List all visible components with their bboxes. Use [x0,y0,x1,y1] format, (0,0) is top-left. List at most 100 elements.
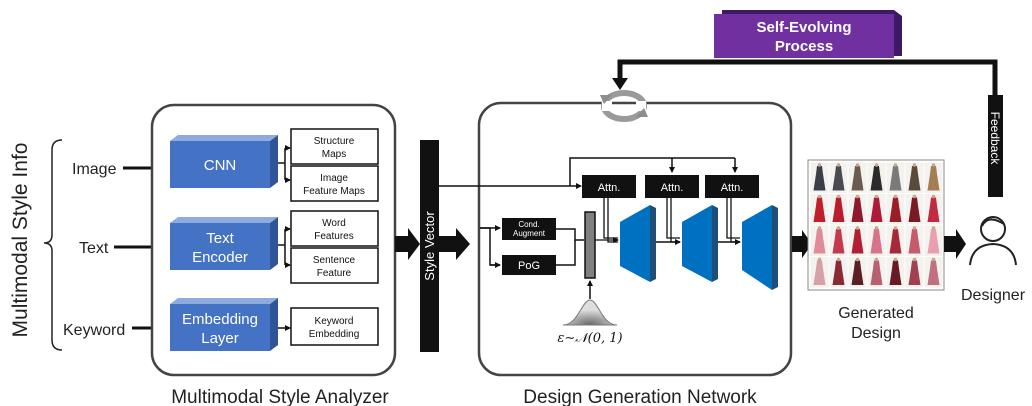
noise-distribution: ε∼𝒩(0, 1) [557,280,623,346]
dress-silhouette [832,260,845,285]
concat-vector [584,211,596,279]
embedding-label-1: Embedding [182,311,258,328]
network-title: Design Generation Network [523,387,757,406]
model-head [893,257,898,262]
model-head [874,226,879,230]
dress-silhouette [851,229,864,254]
text-encoder-label-2: Encoder [192,249,248,266]
text-encoder-block: Text Encoder [170,217,278,270]
dress-silhouette [832,229,845,254]
image-feature-line1: Image [320,173,348,184]
image-feature-line2: Feature Maps [303,186,365,197]
structure-maps-line1: Structure [314,136,355,147]
cnn-label: CNN [204,157,237,174]
dress-silhouette [870,229,883,254]
word-features-line2: Features [314,231,353,242]
pog-box: PoG [502,255,556,275]
attn-box-2: Attn. [645,175,699,198]
word-features-line1: Word [322,218,346,229]
attn-label-3: Attn. [721,182,744,194]
text-fork [278,226,291,268]
self-evolving-loop-line [617,59,998,95]
recycle-icon [600,90,648,122]
model-head [893,194,898,199]
dress-silhouette [908,197,921,222]
model-head [836,257,841,262]
embedding-layer-block: Embedding Layer [170,298,278,351]
dress-silhouette [851,166,864,191]
structure-maps-line2: Maps [322,149,346,160]
text-encoder-label-1: Text [206,230,234,247]
dress-silhouette [927,197,940,222]
model-head [931,163,936,167]
model-head [874,257,879,262]
model-head [912,257,917,262]
dress-silhouette [870,260,883,285]
model-head [836,194,841,199]
keyword-embedding-line2: Embedding [309,329,360,340]
input-text-label: Text [79,240,109,257]
cnn-fork [278,145,291,183]
model-head [874,163,879,167]
self-evolving-line1: Self-Evolving [756,19,851,36]
self-evolving-line2: Process [775,38,833,55]
model-head [931,194,936,199]
side-label: Multimodal Style Info [9,143,32,338]
embedding-label-2: Layer [201,330,239,347]
analyzer-to-vector-arrow [395,228,420,260]
model-head [931,257,936,262]
generated-design-grid [807,159,945,291]
dress-silhouette [889,229,902,254]
model-head [855,194,860,199]
model-head [817,163,822,167]
vector-to-network-arrow [439,228,470,260]
dress-silhouette [851,260,864,285]
self-evolving-loop-arrowhead [612,78,628,90]
to-concat-lines [556,228,584,266]
model-head [855,257,860,262]
model-head [836,163,841,167]
model-head [912,163,917,167]
dress-silhouette [832,166,845,191]
network-to-output-arrow [792,230,812,258]
dress-silhouette [927,260,940,285]
designer-label: Designer [961,287,1026,304]
attn-label-1: Attn. [598,182,621,194]
model-head [855,163,860,167]
attn-box-3: Attn. [705,175,759,198]
output-to-designer-arrow [944,229,966,259]
generator-stage-2 [682,205,718,282]
dress-silhouette [832,197,845,222]
sentence-feature-line2: Feature [317,268,352,279]
analyzer-title: Multimodal Style Analyzer [171,387,389,406]
generator-stage-1 [620,205,656,282]
pog-label: PoG [518,260,540,272]
image-feature-maps-box: Image Feature Maps [290,165,379,202]
cond-augment-line1: Cond. [518,220,539,229]
input-image-label: Image [72,161,117,178]
noise-label: ε∼𝒩(0, 1) [557,331,622,346]
dress-silhouette [927,166,940,191]
dress-silhouette [908,229,921,254]
generated-label-2: Design [851,325,901,342]
model-head [836,226,841,230]
dress-silhouette [870,166,883,191]
self-evolving-box: Self-Evolving Process [714,10,902,58]
style-vector-label: Style Vector [422,211,437,281]
model-head [874,194,879,199]
dress-silhouette [813,197,826,222]
input-keyword-label: Keyword [63,322,125,339]
feedback-bar [988,95,1003,197]
dress-silhouette [813,229,826,254]
generator-stage-3 [742,205,778,290]
style-vector-bar [420,140,439,352]
model-head [912,226,917,230]
model-head [817,257,822,262]
dress-silhouette [889,197,902,222]
sentence-feature-box: Sentence Feature [290,247,379,284]
model-head [931,226,936,230]
input-brace [43,139,63,351]
dress-silhouette [889,166,902,191]
cnn-block: CNN [170,135,278,188]
